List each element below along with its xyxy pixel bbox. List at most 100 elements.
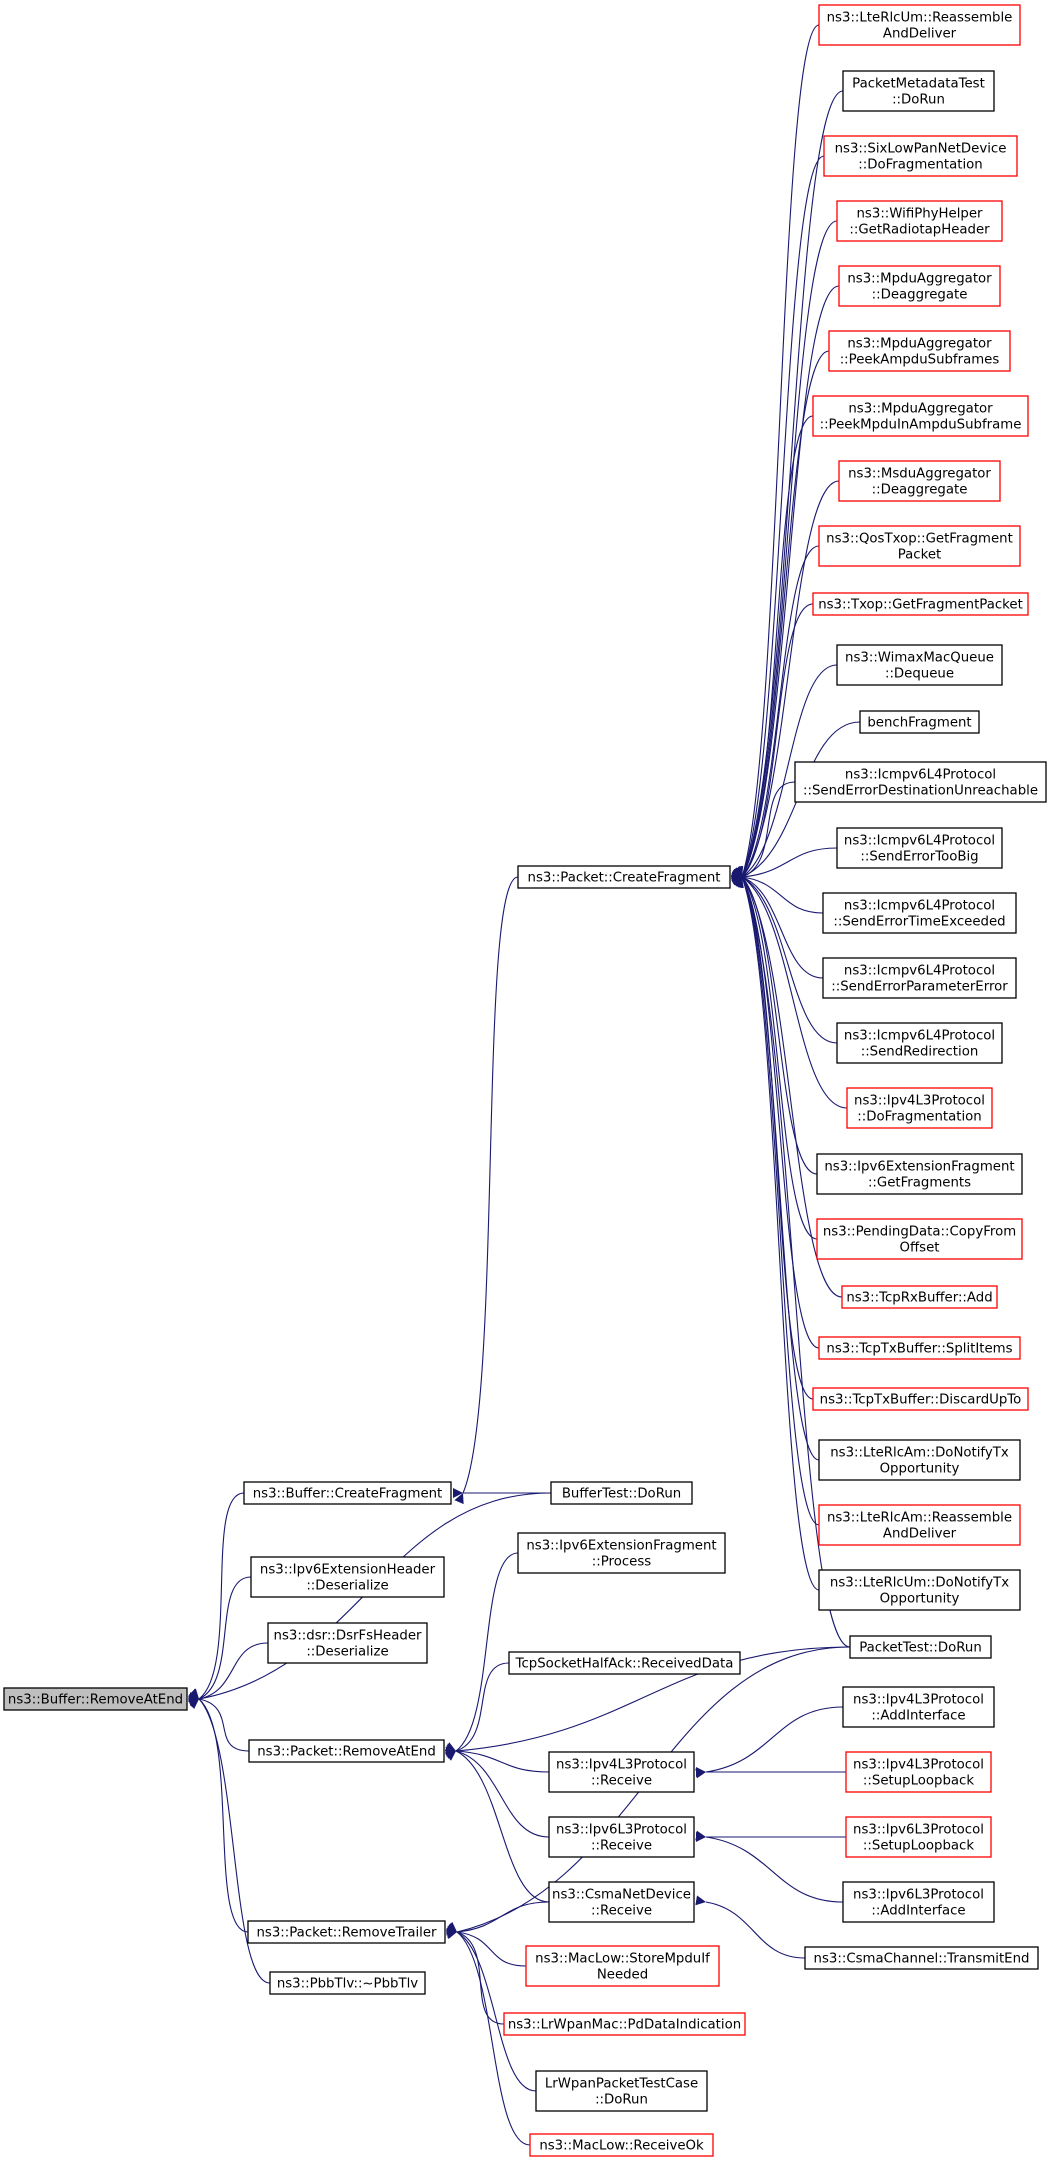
- graph-node-buffer-test-dorun[interactable]: BufferTest::DoRun: [550, 1481, 693, 1505]
- node-label-line: TcpSocketHalfAck::ReceivedData: [515, 1657, 734, 1672]
- node-label-line: BufferTest::DoRun: [562, 1487, 681, 1502]
- node-label-line: ns3::SixLowPanNetDevice: [835, 142, 1007, 157]
- graph-node-ipv6l3-setup-loopback[interactable]: ns3::Ipv6L3Protocol::SetupLoopback: [845, 1816, 992, 1858]
- graph-node-icmpv6-dest-unreachable[interactable]: ns3::Icmpv6L4Protocol::SendErrorDestinat…: [794, 761, 1047, 803]
- graph-node-icmpv6-time-exceeded[interactable]: ns3::Icmpv6L4Protocol::SendErrorTimeExce…: [822, 892, 1017, 934]
- node-label-line: PacketMetadataTest: [852, 77, 985, 92]
- graph-node-ipv4l3-receive[interactable]: ns3::Ipv4L3Protocol::Receive: [548, 1751, 695, 1793]
- call-edge-maclow_store_mpdu-to-packet_remove_trailer: [446, 1925, 527, 1967]
- node-box: [804, 1946, 1039, 1970]
- call-edge-packet_remove_trailer-to-remove_at_end_root: [188, 1688, 249, 1933]
- node-label-line: ::DoFragmentation: [857, 1110, 981, 1125]
- graph-node-buffer-create-fragment[interactable]: ns3::Buffer::CreateFragment: [243, 1481, 452, 1505]
- node-box: [842, 1686, 995, 1728]
- graph-node-txop-get-fragment[interactable]: ns3::Txop::GetFragmentPacket: [812, 592, 1029, 616]
- graph-node-csma-channel-transmit-end[interactable]: ns3::CsmaChannel::TransmitEnd: [804, 1946, 1039, 1970]
- graph-node-icmpv6-redirection[interactable]: ns3::Icmpv6L4Protocol::SendRedirection: [836, 1022, 1003, 1064]
- graph-node-sixlowpan-do-fragmentation[interactable]: ns3::SixLowPanNetDevice::DoFragmentation: [823, 135, 1018, 177]
- graph-node-dsr-fs-header-deserialize[interactable]: ns3::dsr::DsrFsHeader::Deserialize: [267, 1622, 428, 1664]
- call-edge-csma_channel_transmit_end-to-csma_net_device_receive: [695, 1895, 806, 1959]
- graph-node-lrwpan-packet-test-case[interactable]: LrWpanPacketTestCase::DoRun: [535, 2070, 708, 2112]
- graph-node-tcp-tx-buffer-split-items[interactable]: ns3::TcpTxBuffer::SplitItems: [818, 1336, 1021, 1360]
- graph-node-ipv4l3-do-fragmentation[interactable]: ns3::Ipv4L3Protocol::DoFragmentation: [846, 1087, 993, 1129]
- node-box: [525, 1945, 720, 1987]
- node-label-line: ns3::Ipv6ExtensionHeader: [260, 1563, 436, 1578]
- graph-node-mpdu-aggregator-peek-subframes[interactable]: ns3::MpduAggregator::PeekAmpduSubframes: [828, 330, 1011, 372]
- node-label-line: ns3::Icmpv6L4Protocol: [844, 964, 995, 979]
- graph-node-wimax-mac-queue-dequeue[interactable]: ns3::WimaxMacQueue::Dequeue: [836, 644, 1003, 686]
- graph-node-bench-fragment[interactable]: benchFragment: [859, 710, 980, 734]
- node-label-line: ::Dequeue: [885, 667, 954, 682]
- node-box: [548, 1816, 695, 1858]
- node-label-line: Opportunity: [880, 1592, 960, 1607]
- graph-node-packet-remove-at-end[interactable]: ns3::Packet::RemoveAtEnd: [248, 1739, 445, 1763]
- node-label-line: ns3::CsmaChannel::TransmitEnd: [814, 1952, 1030, 1967]
- graph-node-ipv4l3-add-interface[interactable]: ns3::Ipv4L3Protocol::AddInterface: [842, 1686, 995, 1728]
- node-label-line: ns3::Buffer::RemoveAtEnd: [8, 1693, 183, 1708]
- node-label-line: ::GetFragments: [868, 1176, 971, 1191]
- node-label-line: ns3::Packet::RemoveAtEnd: [257, 1745, 436, 1760]
- graph-node-ipv6-ext-fragment-get-fragments[interactable]: ns3::Ipv6ExtensionFragment::GetFragments: [816, 1153, 1023, 1195]
- graph-node-packet-create-fragment[interactable]: ns3::Packet::CreateFragment: [517, 865, 731, 889]
- node-label-line: ns3::WimaxMacQueue: [845, 651, 994, 666]
- graph-node-maclow-receive-ok[interactable]: ns3::MacLow::ReceiveOk: [529, 2133, 714, 2157]
- graph-node-packet-remove-trailer[interactable]: ns3::Packet::RemoveTrailer: [247, 1920, 446, 1944]
- call-edge-pbbtlv_dtor-to-remove_at_end_root: [188, 1688, 271, 1984]
- graph-node-remove-at-end-root[interactable]: ns3::Buffer::RemoveAtEnd: [3, 1687, 188, 1711]
- node-box: [818, 1439, 1021, 1481]
- call-edge-dsr_fs_header_deserialize-to-remove_at_end_root: [188, 1642, 269, 1706]
- call-edge-wimax_mac_queue_dequeue-to-packet_create_fragment: [730, 664, 838, 887]
- node-label-line: ::DoFragmentation: [858, 158, 982, 173]
- graph-node-mpdu-aggregator-peek-mpdu[interactable]: ns3::MpduAggregator::PeekMpduInAmpduSubf…: [812, 395, 1029, 437]
- node-label-line: ns3::dsr::DsrFsHeader: [274, 1629, 422, 1644]
- graph-node-tcp-rx-buffer-add[interactable]: ns3::TcpRxBuffer::Add: [841, 1285, 998, 1309]
- nodes: ns3::Buffer::RemoveAtEnd ns3::Buffer::Cre…: [3, 4, 1047, 2157]
- graph-node-pbbtlv-dtor[interactable]: ns3::PbbTlv::~PbbTlv: [269, 1971, 426, 1995]
- graph-node-ipv6-ext-header-deserialize[interactable]: ns3::Ipv6ExtensionHeader::Deserialize: [250, 1556, 445, 1598]
- graph-node-ipv6-ext-fragment-process[interactable]: ns3::Ipv6ExtensionFragment::Process: [517, 1532, 726, 1574]
- node-box: [842, 1881, 995, 1923]
- node-label-line: ::SendErrorTimeExceeded: [833, 915, 1005, 930]
- node-label-line: ::SetupLoopback: [863, 1774, 974, 1789]
- node-label-line: ns3::Packet::CreateFragment: [528, 871, 721, 886]
- graph-node-ipv4l3-setup-loopback[interactable]: ns3::Ipv4L3Protocol::SetupLoopback: [845, 1751, 992, 1793]
- graph-node-packet-metadata-test[interactable]: PacketMetadataTest::DoRun: [842, 70, 995, 112]
- graph-node-tcp-tx-buffer-discard-up-to[interactable]: ns3::TcpTxBuffer::DiscardUpTo: [812, 1387, 1029, 1411]
- graph-node-lrwpan-pd-data-indication[interactable]: ns3::LrWpanMac::PdDataIndication: [503, 2012, 746, 2036]
- graph-node-csma-net-device-receive[interactable]: ns3::CsmaNetDevice::Receive: [548, 1881, 695, 1923]
- call-edge-packet_test_dorun-to-packet_remove_at_end: [445, 1646, 851, 1757]
- node-box: [836, 644, 1003, 686]
- node-label-line: ns3::Icmpv6L4Protocol: [844, 1029, 995, 1044]
- node-label-line: ::SendRedirection: [861, 1045, 979, 1060]
- graph-node-qos-txop-get-fragment[interactable]: ns3::QosTxop::GetFragmentPacket: [818, 525, 1021, 567]
- node-label-line: ns3::LteRlcUm::DoNotifyTx: [830, 1576, 1009, 1591]
- call-edge-mpdu_aggregator_peek_mpdu-to-packet_create_fragment: [732, 415, 814, 889]
- node-label-line: ::Deserialize: [306, 1579, 388, 1594]
- graph-node-ipv6l3-add-interface[interactable]: ns3::Ipv6L3Protocol::AddInterface: [842, 1881, 995, 1923]
- node-label-line: ::Receive: [591, 1839, 652, 1854]
- node-label-line: ns3::Buffer::CreateFragment: [253, 1487, 443, 1502]
- graph-node-wifi-phy-helper-radiotap[interactable]: ns3::WifiPhyHelper::GetRadiotapHeader: [836, 200, 1003, 242]
- node-label-line: ns3::LteRlcAm::DoNotifyTx: [830, 1446, 1009, 1461]
- node-box: [248, 1739, 445, 1763]
- graph-node-icmpv6-parameter-error[interactable]: ns3::Icmpv6L4Protocol::SendErrorParamete…: [822, 957, 1017, 999]
- call-edge-pending_data_copy_from_offset-to-packet_create_fragment: [732, 865, 818, 1240]
- graph-node-ipv6l3-receive[interactable]: ns3::Ipv6L3Protocol::Receive: [548, 1816, 695, 1858]
- graph-node-packet-test-dorun[interactable]: PacketTest::DoRun: [849, 1635, 992, 1659]
- node-label-line: ::Deaggregate: [872, 483, 968, 498]
- graph-node-mpdu-aggregator-deaggregate[interactable]: ns3::MpduAggregator::Deaggregate: [838, 265, 1001, 307]
- graph-node-msdu-aggregator-deaggregate[interactable]: ns3::MsduAggregator::Deaggregate: [838, 460, 1001, 502]
- node-label-line: ::DoRun: [595, 2093, 648, 2108]
- graph-node-tcp-socket-half-ack[interactable]: TcpSocketHalfAck::ReceivedData: [508, 1651, 741, 1675]
- graph-node-icmpv6-too-big[interactable]: ns3::Icmpv6L4Protocol::SendErrorTooBig: [836, 827, 1003, 869]
- node-label-line: ns3::Ipv4L3Protocol: [556, 1758, 687, 1773]
- node-label-line: Opportunity: [880, 1462, 960, 1477]
- call-edge-csma_net_device_receive-to-packet_remove_trailer: [446, 1901, 550, 1938]
- call-edge-lte_rlc_um_notify_tx-to-packet_create_fragment: [733, 865, 820, 1591]
